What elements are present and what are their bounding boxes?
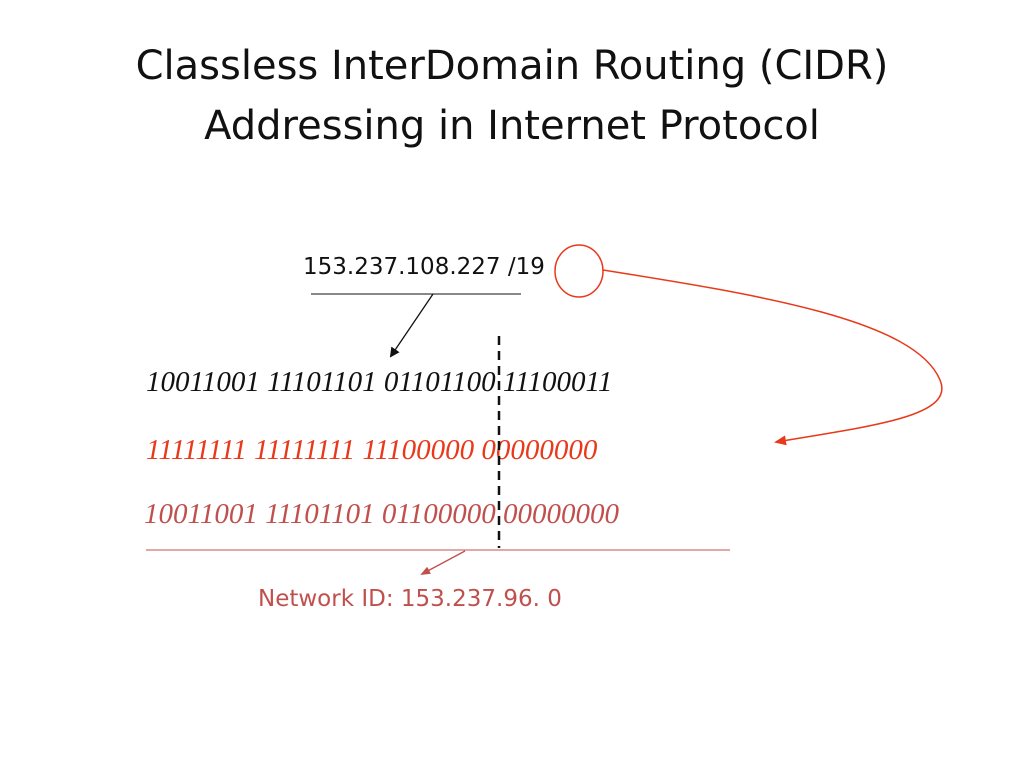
ip-address: 153.237.108.227 xyxy=(303,254,501,280)
title-line-1: Classless InterDomain Routing (CIDR) xyxy=(135,43,889,89)
binary-ip-row: 10011001 11101101 01101100 11100011 xyxy=(146,366,613,398)
network-id-label: Network ID: 153.237.96. 0 xyxy=(258,586,562,612)
ip-address-with-prefix: 153.237.108.227 /19 xyxy=(303,254,545,280)
title-line-2: Addressing in Internet Protocol xyxy=(204,103,820,149)
prefix-to-mask-arrow xyxy=(602,269,943,446)
slide-title: Classless InterDomain Routing (CIDR) Add… xyxy=(0,36,1024,156)
binary-network-row: 10011001 11101101 01100000 00000000 xyxy=(144,498,619,530)
prefix-highlight-circle xyxy=(554,244,604,298)
binary-mask-row: 11111111 11111111 11100000 00000000 xyxy=(146,434,598,466)
result-to-network-id-arrow xyxy=(420,550,466,575)
ip-to-binary-arrow xyxy=(389,293,434,358)
cidr-prefix: /19 xyxy=(507,254,545,280)
